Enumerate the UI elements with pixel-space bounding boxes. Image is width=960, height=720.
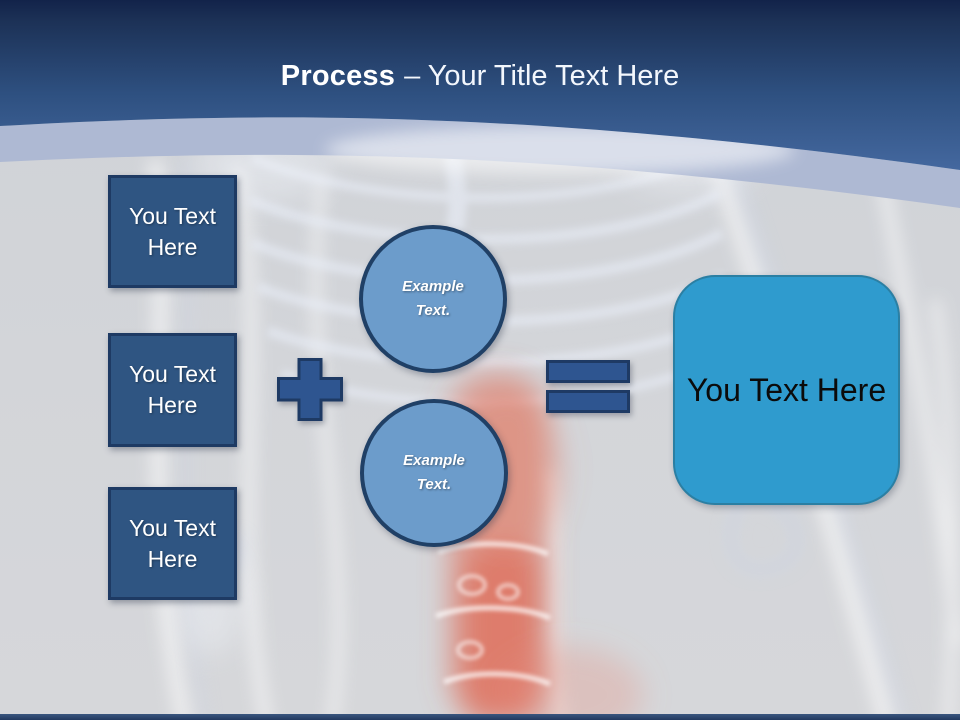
- slide-title-regular-text: – Your Title Text Here: [404, 59, 680, 92]
- slide-title-bold-text: Process: [280, 59, 396, 92]
- equals-shape[interactable]: [546, 360, 630, 413]
- header-banner: [0, 0, 960, 170]
- input-box-1[interactable]: You Text Here: [108, 175, 237, 288]
- input-box-3-label: You Text Here: [129, 514, 216, 572]
- bottom-accent-bar: [0, 714, 960, 720]
- input-box-1-label: You Text Here: [129, 202, 216, 260]
- equals-icon: [546, 360, 630, 413]
- example-circle-2-label: Example Text.: [403, 452, 465, 493]
- example-circle-2[interactable]: Example Text.: [360, 399, 508, 547]
- result-box-label: You Text Here: [686, 371, 887, 408]
- plus-icon: [277, 358, 343, 421]
- example-circle-1[interactable]: Example Text.: [359, 225, 507, 373]
- header-band: [0, 117, 960, 208]
- input-box-3[interactable]: You Text Here: [108, 487, 237, 600]
- example-circle-1-label: Example Text.: [402, 278, 464, 319]
- input-box-2[interactable]: You Text Here: [108, 333, 237, 447]
- result-box[interactable]: You Text Here: [673, 275, 900, 505]
- slide-title[interactable]: Process – Your Title Text Here: [0, 56, 960, 96]
- vertebrae-outlines: [435, 541, 551, 687]
- input-box-2-label: You Text Here: [129, 361, 216, 418]
- plus-shape[interactable]: [277, 358, 343, 421]
